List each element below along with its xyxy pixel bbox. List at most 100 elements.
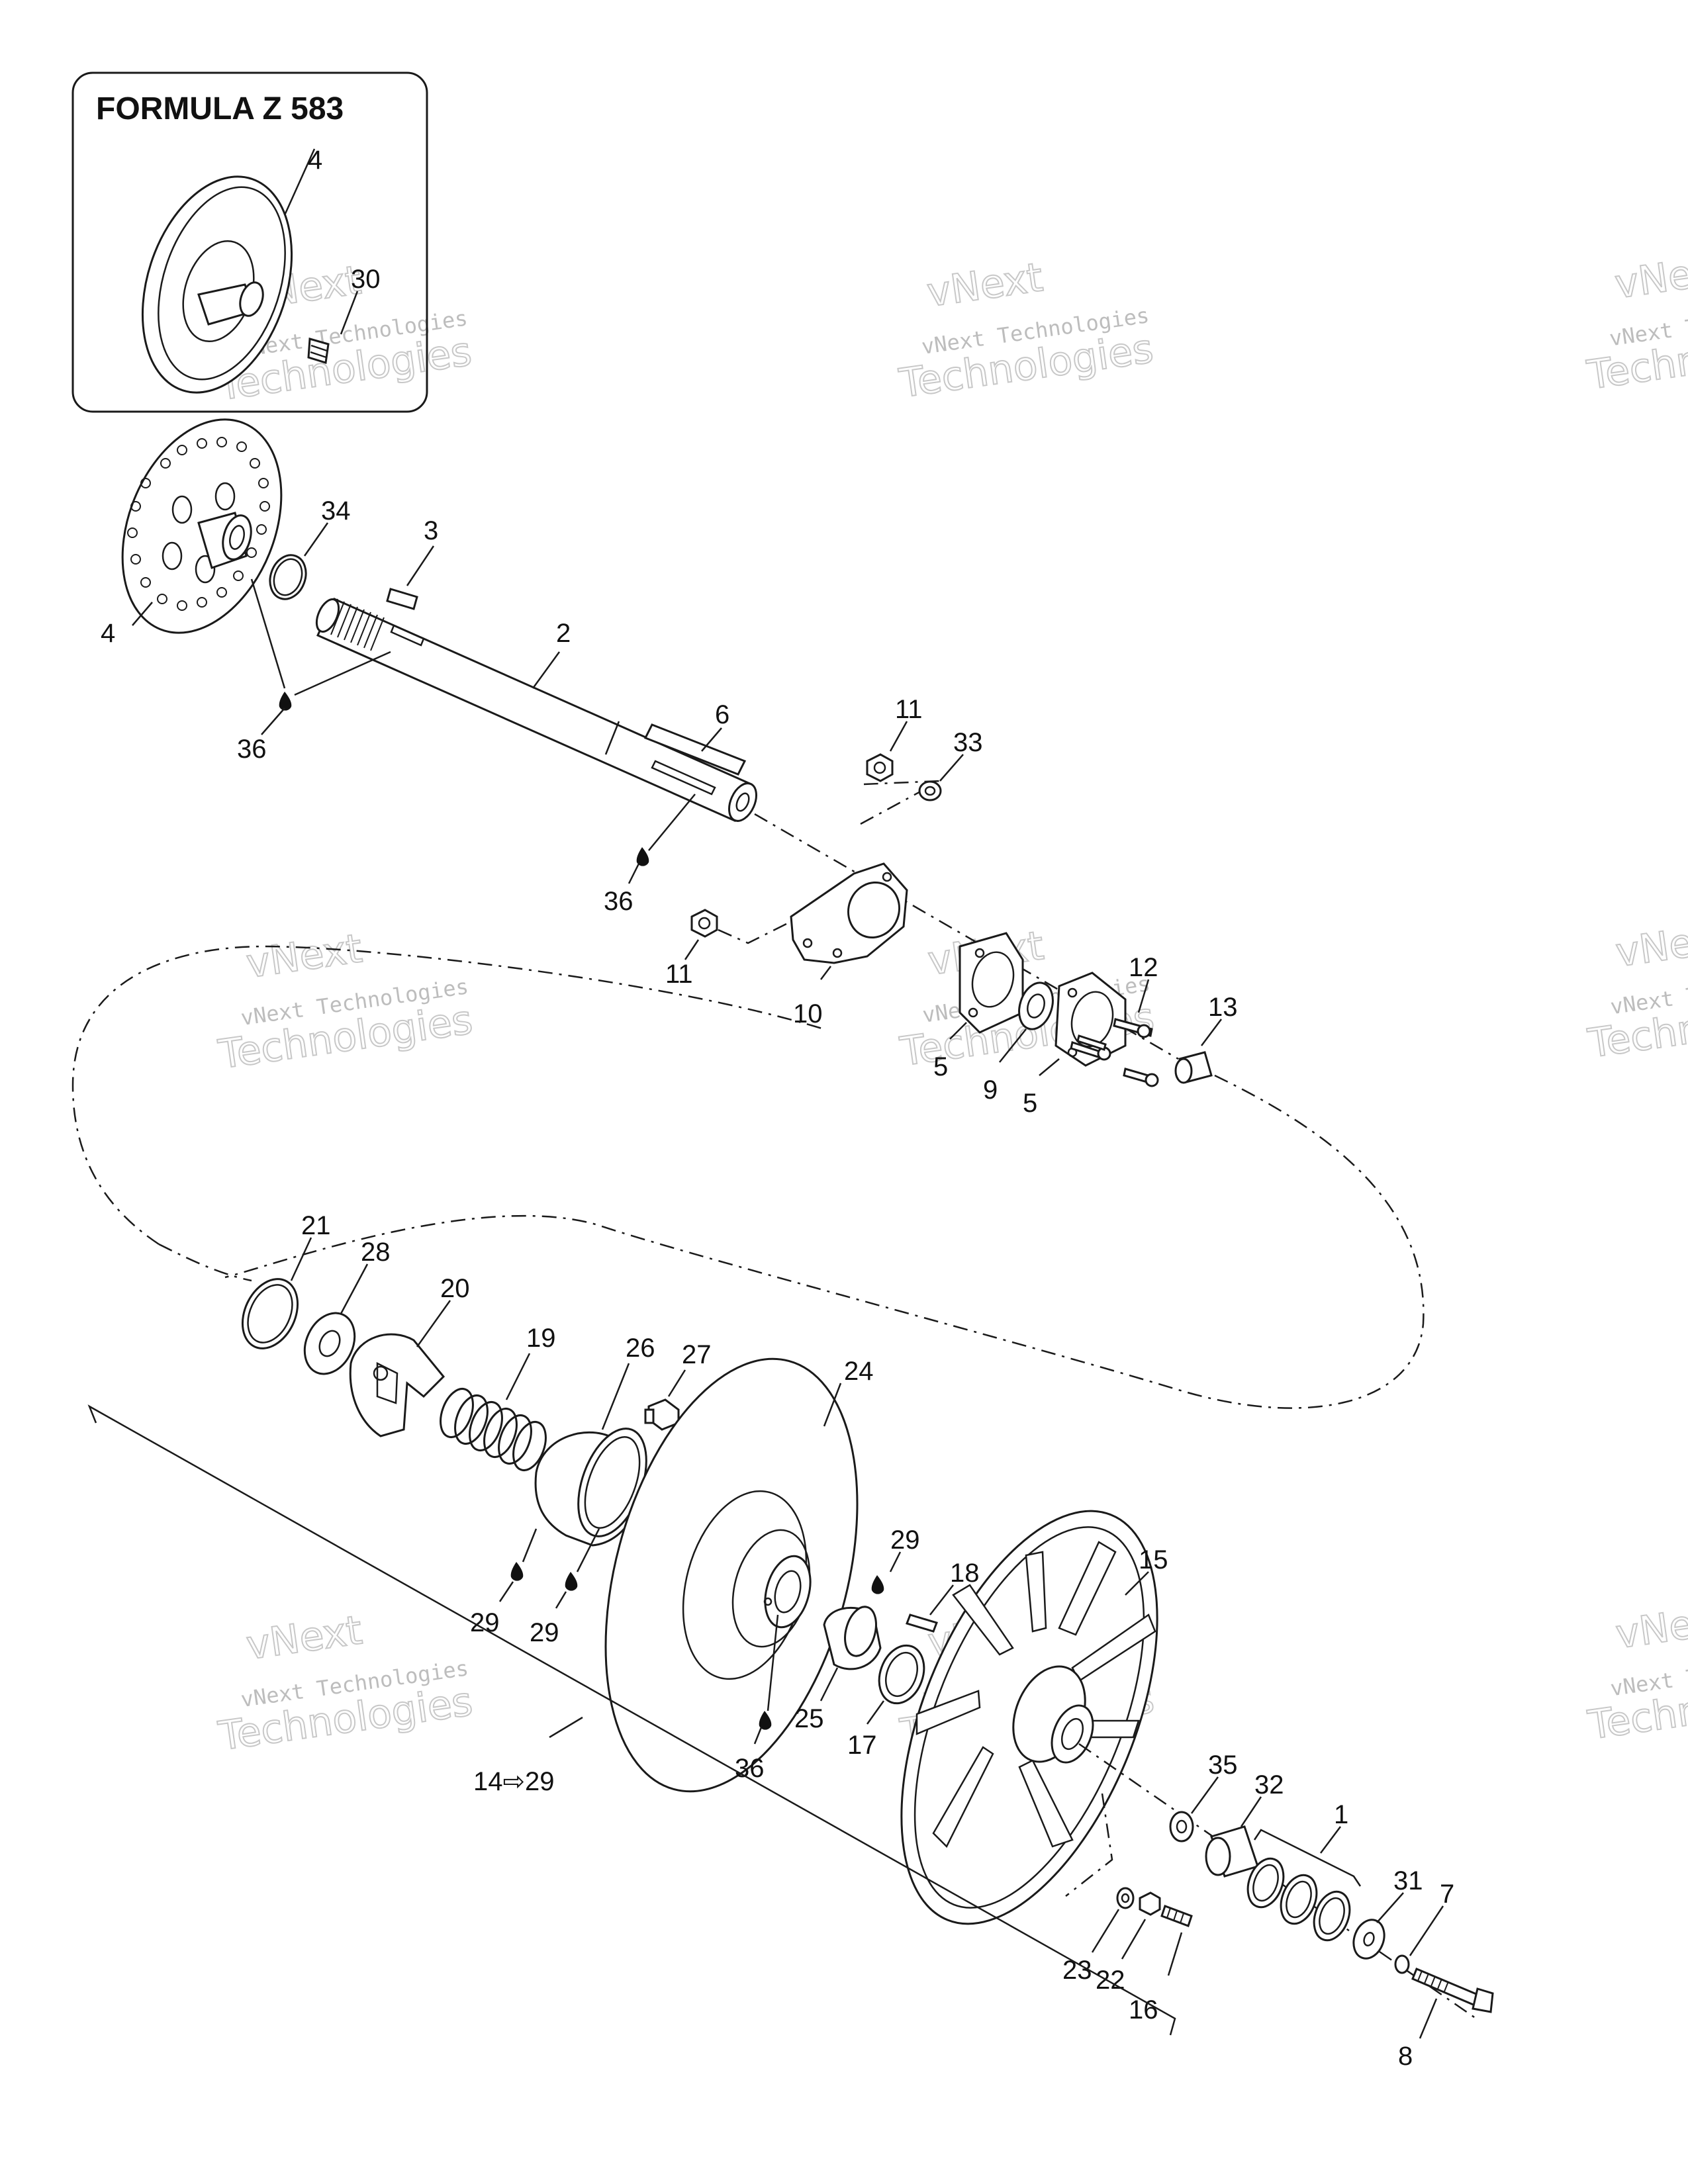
callout-22: 22	[1096, 1966, 1125, 1995]
callout-36a: 36	[237, 735, 267, 764]
part-23-washer	[1116, 1887, 1135, 1909]
part-4-brake-disc	[121, 418, 283, 634]
part-33-washer	[918, 780, 942, 801]
part-35-washer	[1169, 1811, 1194, 1843]
callout-5a: 5	[933, 1052, 948, 1081]
part-11-nut-lower	[690, 909, 718, 938]
part-24-sheave	[604, 1357, 859, 1793]
part-20-cam	[349, 1333, 445, 1437]
svg-text:vNext: vNext	[1613, 1596, 1688, 1659]
callout-23: 23	[1062, 1956, 1092, 1985]
part-17-washer	[878, 1644, 925, 1705]
callout-32: 32	[1254, 1770, 1284, 1799]
inset-title: FORMULA Z 583	[96, 91, 344, 126]
watermark-bottom-left: vNext vNext Technologies Technologies	[215, 1606, 476, 1760]
part-16-set-screw	[1160, 1905, 1193, 1927]
callout-13: 13	[1208, 993, 1238, 1022]
part-10-support-plate	[790, 862, 908, 964]
part-32-spacer	[1205, 1825, 1259, 1878]
callout-12: 12	[1129, 953, 1158, 982]
part-12-bolts	[1070, 1018, 1159, 1087]
watermark-bottom-right: vNext vNext Technologies Technologies	[1584, 1596, 1688, 1750]
part-8-bolt	[1411, 1968, 1494, 2013]
callout-11b: 11	[665, 960, 693, 989]
part-22-nut	[1139, 1891, 1161, 1916]
part-5-flange-upper	[959, 932, 1024, 1034]
watermarks: vNext vNext Technologies Technologies vN…	[214, 246, 1688, 1761]
svg-text:vNext: vNext	[924, 254, 1045, 316]
part-3-key	[386, 588, 418, 610]
callout-25: 25	[794, 1704, 824, 1733]
part-21-circlip	[241, 1278, 299, 1349]
watermark-top-right: vNext vNext Technologies Technologies	[1583, 246, 1688, 400]
callout-4: 4	[101, 619, 115, 648]
callout-29c: 29	[890, 1525, 920, 1555]
callout-35: 35	[1208, 1751, 1238, 1780]
part-25-bushing	[823, 1606, 882, 1670]
part-31-washer	[1352, 1919, 1385, 1960]
callout-7: 7	[1440, 1880, 1454, 1909]
callout-19: 19	[526, 1324, 556, 1353]
part-34-o-ring	[269, 554, 307, 600]
inset-formula-z-583: FORMULA Z 583 4 30	[71, 71, 428, 413]
callout-21: 21	[301, 1211, 331, 1240]
callout-2: 2	[556, 619, 571, 648]
callout-31: 31	[1393, 1866, 1423, 1895]
grease-drop-29-b	[565, 1572, 578, 1591]
watermark-mid-right: vNext vNext Technologies Technologies	[1584, 914, 1688, 1068]
part-11-nut-upper	[866, 753, 894, 782]
part-9-bearing	[1018, 981, 1054, 1030]
watermark-mid-left: vNext vNext Technologies Technologies	[215, 925, 476, 1079]
part-2-driven-shaft	[315, 598, 757, 822]
callout-15: 15	[1139, 1545, 1168, 1574]
part-13-spacer	[1174, 1051, 1213, 1084]
part-19-spring	[440, 1388, 547, 1471]
assembly-group-14-bracket	[87, 1404, 1176, 2036]
callout-29b: 29	[530, 1618, 559, 1647]
inset-sheave-disc	[141, 175, 293, 394]
part-1-shim-washers	[1246, 1829, 1362, 1942]
grease-drop-36-lower	[759, 1711, 772, 1730]
grease-drop-29-c	[871, 1575, 884, 1594]
svg-text:vNext: vNext	[1612, 246, 1688, 308]
callout-4-inset: 4	[308, 146, 322, 175]
inset-frame	[71, 71, 428, 413]
callout-9: 9	[983, 1075, 998, 1105]
callout-29a: 29	[470, 1608, 500, 1637]
part-27-slider-shoe	[644, 1398, 680, 1431]
callout-8: 8	[1398, 2042, 1413, 2071]
part-6-long-key	[643, 723, 747, 776]
callout-33: 33	[953, 728, 983, 757]
grease-drop-29-a	[510, 1562, 524, 1581]
callout-16: 16	[1129, 1995, 1158, 2025]
svg-text:vNext: vNext	[244, 925, 365, 987]
callout-11a: 11	[895, 695, 923, 724]
callout-28: 28	[361, 1238, 391, 1267]
part-18-key	[906, 1614, 938, 1633]
callout-24: 24	[844, 1357, 874, 1386]
callout-30: 30	[351, 265, 381, 294]
part-28-washer	[303, 1312, 356, 1375]
grease-drop-36-upper	[279, 692, 292, 711]
svg-text:vNext: vNext	[244, 1607, 365, 1669]
part-15-movable-sheave	[900, 1510, 1158, 1925]
svg-text:vNext: vNext	[1613, 915, 1688, 977]
part-7-lock-washer	[1394, 1954, 1410, 1974]
callout-36b: 36	[604, 887, 633, 916]
callout-5b: 5	[1023, 1089, 1037, 1118]
callout-27: 27	[682, 1340, 712, 1369]
watermark-top-center: vNext vNext Technologies Technologies	[896, 253, 1156, 408]
callout-6: 6	[715, 700, 729, 729]
callout-17: 17	[847, 1731, 877, 1760]
callout-1: 1	[1334, 1800, 1348, 1829]
callout-20: 20	[440, 1274, 470, 1303]
belt-path-dashed	[71, 945, 1425, 1409]
callout-34: 34	[321, 496, 351, 525]
grease-drop-36-mid	[636, 847, 649, 866]
callout-14-to-29: 14⇨29	[473, 1767, 555, 1796]
callout-3: 3	[424, 516, 438, 545]
inset-screw-30	[307, 338, 330, 364]
callout-18: 18	[950, 1559, 980, 1588]
callout-26: 26	[626, 1334, 655, 1363]
